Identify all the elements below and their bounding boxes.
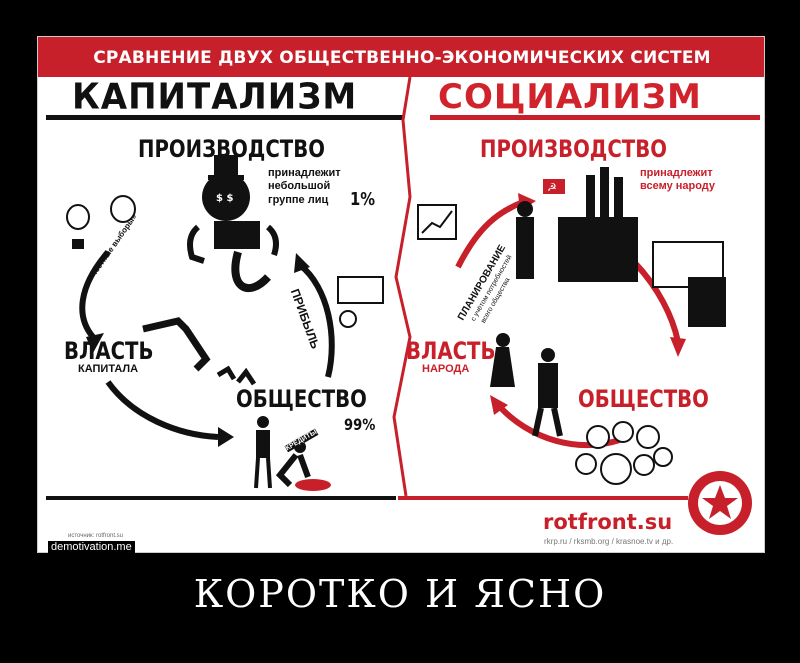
worker-body bbox=[256, 430, 270, 458]
apartment-block bbox=[688, 277, 726, 327]
factory-chimney-3 bbox=[614, 177, 623, 222]
fallen-body bbox=[275, 453, 311, 488]
soc-power-label: ВЛАСТЬ bbox=[406, 337, 496, 365]
soc-owner-note-2: всему народу bbox=[640, 180, 716, 192]
power-woman-head bbox=[496, 333, 510, 347]
soc-society-label: ОБЩЕСТВО bbox=[578, 385, 709, 413]
power-man-legs bbox=[532, 407, 563, 437]
worker-figure bbox=[516, 217, 534, 279]
cap-owner-pct: 1% bbox=[350, 189, 376, 210]
coins bbox=[339, 310, 357, 328]
hammer-sickle: ☭ bbox=[547, 181, 557, 194]
soc-owner-note-1: принадлежит bbox=[640, 167, 713, 179]
footer-site: rotfront.su bbox=[543, 510, 673, 534]
worker-head bbox=[257, 416, 269, 428]
planning-chart bbox=[417, 204, 457, 240]
cap-power-label: ВЛАСТЬ bbox=[64, 337, 154, 365]
dollar-eyes: $ $ bbox=[216, 193, 233, 204]
cap-arrowhead-down bbox=[86, 333, 104, 353]
smile-face bbox=[633, 454, 655, 476]
emblem-star bbox=[702, 485, 738, 519]
capitalist-hands bbox=[187, 224, 279, 264]
power-man-body bbox=[538, 363, 558, 408]
baton bbox=[142, 317, 211, 372]
capitalist-hat-brim bbox=[208, 175, 244, 180]
factory-building bbox=[558, 217, 638, 282]
capitalist-head bbox=[202, 173, 250, 221]
cap-power-sub: КАПИТАЛА bbox=[78, 363, 139, 375]
power-man-head bbox=[541, 348, 555, 362]
smile-face bbox=[575, 453, 597, 475]
cap-society-pct: 99% bbox=[344, 415, 376, 434]
left-rule bbox=[46, 115, 404, 120]
grabbing-hands bbox=[216, 365, 257, 386]
cap-owner-note-2: небольшой bbox=[268, 180, 331, 192]
soc-arrowhead-down bbox=[670, 337, 686, 357]
bottom-left-rule bbox=[46, 496, 396, 500]
smile-face bbox=[636, 425, 660, 449]
poster-banner: СРАВНЕНИЕ ДВУХ ОБЩЕСТВЕННО-ЭКОНОМИЧЕСКИХ… bbox=[38, 37, 764, 77]
soviet-flag bbox=[543, 179, 565, 194]
money-stack bbox=[214, 221, 260, 249]
smile-face bbox=[586, 425, 610, 449]
cash-pile bbox=[337, 276, 384, 304]
cap-arrowhead-up bbox=[294, 253, 310, 273]
cap-society-label: ОБЩЕСТВО bbox=[236, 385, 367, 413]
soc-arrow-left bbox=[497, 404, 630, 448]
bottom-right-rule bbox=[398, 496, 688, 500]
soc-production-label: ПРОИЗВОДСТВО bbox=[480, 135, 667, 163]
demotivator-caption: КОРОТКО И ЯСНО bbox=[193, 572, 607, 616]
soc-arrow-down bbox=[631, 259, 681, 343]
smile-face bbox=[612, 421, 634, 443]
money-bag-2 bbox=[110, 195, 136, 223]
money-bag-1 bbox=[66, 204, 90, 230]
capitalist-circle-arm bbox=[231, 250, 271, 292]
jagged-divider bbox=[392, 76, 412, 497]
blood-pool bbox=[295, 479, 331, 491]
cap-arrow-down bbox=[79, 250, 111, 339]
footer-sources: источник: rotfront.su bbox=[68, 533, 123, 539]
cap-production-label: ПРОИЗВОДСТВО bbox=[138, 135, 325, 163]
soc-power-sub: НАРОДА bbox=[422, 363, 470, 375]
cap-arrow-up bbox=[298, 262, 335, 378]
cap-arrow-right bbox=[105, 380, 219, 440]
poster: СРАВНЕНИЕ ДВУХ ОБЩЕСТВЕННО-ЭКОНОМИЧЕСКИХ… bbox=[37, 36, 765, 553]
right-rule bbox=[430, 115, 760, 120]
worker-legs bbox=[254, 457, 272, 489]
capitalism-title: КАПИТАЛИЗМ bbox=[72, 76, 358, 119]
power-woman-body bbox=[490, 347, 515, 387]
cap-owner-note-3: группе лиц bbox=[268, 194, 329, 206]
worker-figure-head bbox=[517, 201, 533, 217]
planning-chart-line bbox=[421, 210, 453, 234]
smile-face bbox=[653, 447, 673, 467]
soc-arrowhead-left bbox=[490, 395, 508, 415]
cap-arrowhead-right bbox=[218, 427, 234, 447]
watermark: demotivation.me bbox=[48, 541, 135, 553]
money-bag-3 bbox=[72, 239, 84, 249]
soc-arrow-up bbox=[455, 199, 525, 269]
smiling-faces bbox=[575, 421, 673, 485]
footer-links: rkrp.ru / rksmb.org / krasnoe.tv и др. bbox=[544, 537, 674, 546]
socialism-title: СОЦИАЛИЗМ bbox=[438, 77, 702, 117]
cap-owner-note-1: принадлежит bbox=[268, 167, 341, 179]
factory-chimney-1 bbox=[586, 175, 595, 220]
socialism-panel bbox=[394, 120, 764, 496]
factory-chimney-2 bbox=[600, 167, 609, 222]
smile-face bbox=[600, 453, 632, 485]
illustration-layer: $ $ ☭ bbox=[66, 76, 764, 535]
